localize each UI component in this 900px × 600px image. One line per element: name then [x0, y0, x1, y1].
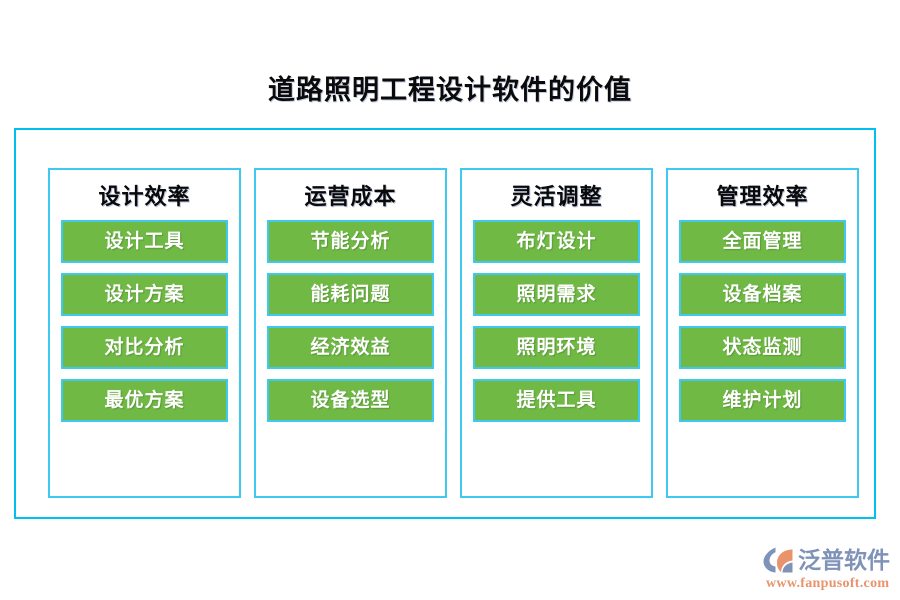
item-box[interactable]: 照明需求	[473, 273, 640, 316]
column-items: 设计工具 设计方案 对比分析 最优方案	[50, 220, 239, 422]
item-box[interactable]: 设计方案	[61, 273, 228, 316]
item-box[interactable]: 照明环境	[473, 326, 640, 369]
column-heading: 管理效率	[716, 184, 809, 209]
item-box[interactable]: 设备档案	[679, 273, 846, 316]
logo-company-name: 泛普软件	[798, 547, 890, 573]
brand-logo[interactable]: 泛普软件 www.fanpusoft.com	[762, 545, 890, 593]
columns-container: 设计效率 设计工具 设计方案 对比分析 最优方案 运营成本 节能分析 能耗问题 …	[48, 168, 859, 498]
column-flexible-adjustment[interactable]: 灵活调整 布灯设计 照明需求 照明环境 提供工具	[460, 168, 653, 498]
page-title: 道路照明工程设计软件的价值	[268, 75, 632, 105]
item-box[interactable]: 节能分析	[267, 220, 434, 263]
fanpu-logo-icon	[762, 546, 794, 574]
item-box[interactable]: 经济效益	[267, 326, 434, 369]
column-items: 布灯设计 照明需求 照明环境 提供工具	[462, 220, 651, 422]
column-management-efficiency[interactable]: 管理效率 全面管理 设备档案 状态监测 维护计划	[666, 168, 859, 498]
column-heading: 灵活调整	[510, 184, 603, 209]
column-design-efficiency[interactable]: 设计效率 设计工具 设计方案 对比分析 最优方案	[48, 168, 241, 498]
column-items: 节能分析 能耗问题 经济效益 设备选型	[256, 220, 445, 422]
item-box[interactable]: 维护计划	[679, 379, 846, 422]
logo-website-url: www.fanpusoft.com	[766, 576, 890, 591]
diagram-outer-frame: 设计效率 设计工具 设计方案 对比分析 最优方案 运营成本 节能分析 能耗问题 …	[14, 128, 876, 519]
item-box[interactable]: 设计工具	[61, 220, 228, 263]
item-box[interactable]: 设备选型	[267, 379, 434, 422]
item-box[interactable]: 对比分析	[61, 326, 228, 369]
column-operating-cost[interactable]: 运营成本 节能分析 能耗问题 经济效益 设备选型	[254, 168, 447, 498]
item-box[interactable]: 全面管理	[679, 220, 846, 263]
column-heading: 运营成本	[304, 184, 397, 209]
column-items: 全面管理 设备档案 状态监测 维护计划	[668, 220, 857, 422]
item-box[interactable]: 提供工具	[473, 379, 640, 422]
logo-row: 泛普软件	[762, 545, 890, 575]
item-box[interactable]: 布灯设计	[473, 220, 640, 263]
column-heading: 设计效率	[98, 184, 191, 209]
item-box[interactable]: 最优方案	[61, 379, 228, 422]
item-box[interactable]: 状态监测	[679, 326, 846, 369]
item-box[interactable]: 能耗问题	[267, 273, 434, 316]
